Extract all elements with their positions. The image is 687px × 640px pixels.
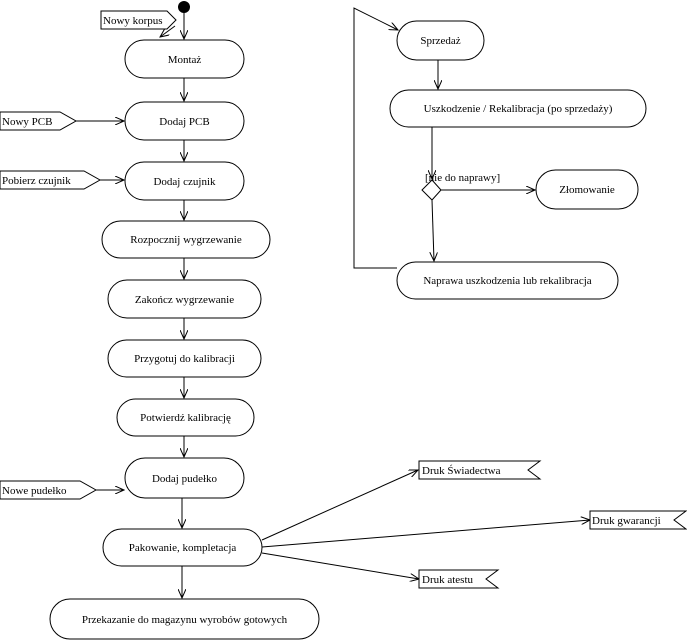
action-dodaj-pudelko-label: Dodaj pudełko bbox=[152, 473, 218, 485]
signal-nowy-pcb[interactable]: Nowy PCB bbox=[0, 111, 78, 131]
decision-node[interactable] bbox=[421, 179, 442, 201]
action-dodaj-czujnik[interactable]: Dodaj czujnik bbox=[124, 161, 245, 201]
signal-druk-swiadectwa-label: Druk Świadectwa bbox=[422, 465, 501, 477]
action-uszkodzenie-rekalibracja[interactable]: Uszkodzenie / Rekalibracja (po sprzedaży… bbox=[389, 89, 647, 128]
action-pakowanie-kompletacja[interactable]: Pakowanie, kompletacja bbox=[102, 528, 263, 567]
action-przekazanie-magazynu[interactable]: Przekazanie do magazynu wyrobów gotowych bbox=[49, 598, 320, 640]
edge-to-atestu bbox=[261, 552, 419, 579]
action-zakoncz-label: Zakończ wygrzewanie bbox=[135, 294, 234, 306]
signal-druk-gwarancji[interactable]: Druk gwarancji bbox=[589, 510, 687, 530]
action-montaz[interactable]: Montaż bbox=[124, 39, 245, 79]
action-zakoncz-wygrzewanie[interactable]: Zakończ wygrzewanie bbox=[107, 279, 262, 319]
signal-druk-atestu-label: Druk atestu bbox=[422, 574, 474, 586]
action-rozpocznij-wygrzewanie[interactable]: Rozpocznij wygrzewanie bbox=[101, 220, 271, 259]
edge-to-gwarancji bbox=[261, 520, 590, 548]
action-przygotuj-label: Przygotuj do kalibracji bbox=[134, 353, 235, 365]
action-dodaj-pudelko[interactable]: Dodaj pudełko bbox=[124, 457, 245, 499]
edge-decision-naprawa bbox=[432, 199, 434, 261]
action-montaz-label: Montaż bbox=[168, 54, 202, 66]
action-dodaj-pcb[interactable]: Dodaj PCB bbox=[124, 101, 245, 141]
action-potwierdz-kalibracje[interactable]: Potwierdź kalibrację bbox=[116, 398, 255, 437]
signal-nowe-pudelko[interactable]: Nowe pudełko bbox=[0, 480, 98, 500]
signal-pobierz-czujnik[interactable]: Pobierz czujnik bbox=[0, 170, 102, 190]
action-pakowanie-label: Pakowanie, kompletacja bbox=[129, 542, 237, 554]
guard-nie-do-naprawy: [nie do naprawy] bbox=[425, 172, 500, 184]
signal-nowe-pudelko-label: Nowe pudełko bbox=[2, 485, 67, 497]
action-dodaj-czujnik-label: Dodaj czujnik bbox=[153, 176, 216, 188]
action-sprzedaz[interactable]: Sprzedaż bbox=[396, 20, 485, 61]
signal-druk-gwarancji-label: Druk gwarancji bbox=[592, 515, 661, 527]
action-naprawa-label: Naprawa uszkodzenia lub rekalibracja bbox=[423, 275, 591, 287]
edge-naprawa-sprzedaz bbox=[353, 7, 398, 269]
action-zlomowanie-label: Złomowanie bbox=[559, 184, 615, 196]
signal-nowy-korpus-label: Nowy korpus bbox=[103, 15, 163, 27]
action-przygotuj-kalibracji[interactable]: Przygotuj do kalibracji bbox=[107, 339, 262, 378]
signal-druk-atestu[interactable]: Druk atestu bbox=[418, 569, 500, 589]
action-dodaj-pcb-label: Dodaj PCB bbox=[159, 116, 209, 128]
edges bbox=[76, 7, 590, 598]
action-przekazanie-label: Przekazanie do magazynu wyrobów gotowych bbox=[82, 614, 288, 626]
signal-nowy-pcb-label: Nowy PCB bbox=[2, 116, 52, 128]
signal-pobierz-czujnik-label: Pobierz czujnik bbox=[2, 175, 71, 187]
signal-druk-swiadectwa[interactable]: Druk Świadectwa bbox=[418, 460, 542, 480]
action-naprawa-rekalibracja[interactable]: Naprawa uszkodzenia lub rekalibracja bbox=[396, 261, 619, 300]
action-uszkodzenie-label: Uszkodzenie / Rekalibracja (po sprzedaży… bbox=[424, 103, 613, 115]
signal-nowy-korpus[interactable]: Nowy korpus bbox=[100, 10, 177, 30]
action-sprzedaz-label: Sprzedaż bbox=[420, 35, 460, 47]
action-rozpocznij-label: Rozpocznij wygrzewanie bbox=[130, 234, 242, 246]
edge-nowy-korpus bbox=[160, 25, 176, 37]
action-zlomowanie[interactable]: Złomowanie bbox=[535, 169, 639, 210]
initial-node bbox=[178, 1, 190, 13]
action-potwierdz-label: Potwierdź kalibrację bbox=[140, 412, 231, 424]
edge-to-swiadectwa bbox=[261, 470, 418, 541]
